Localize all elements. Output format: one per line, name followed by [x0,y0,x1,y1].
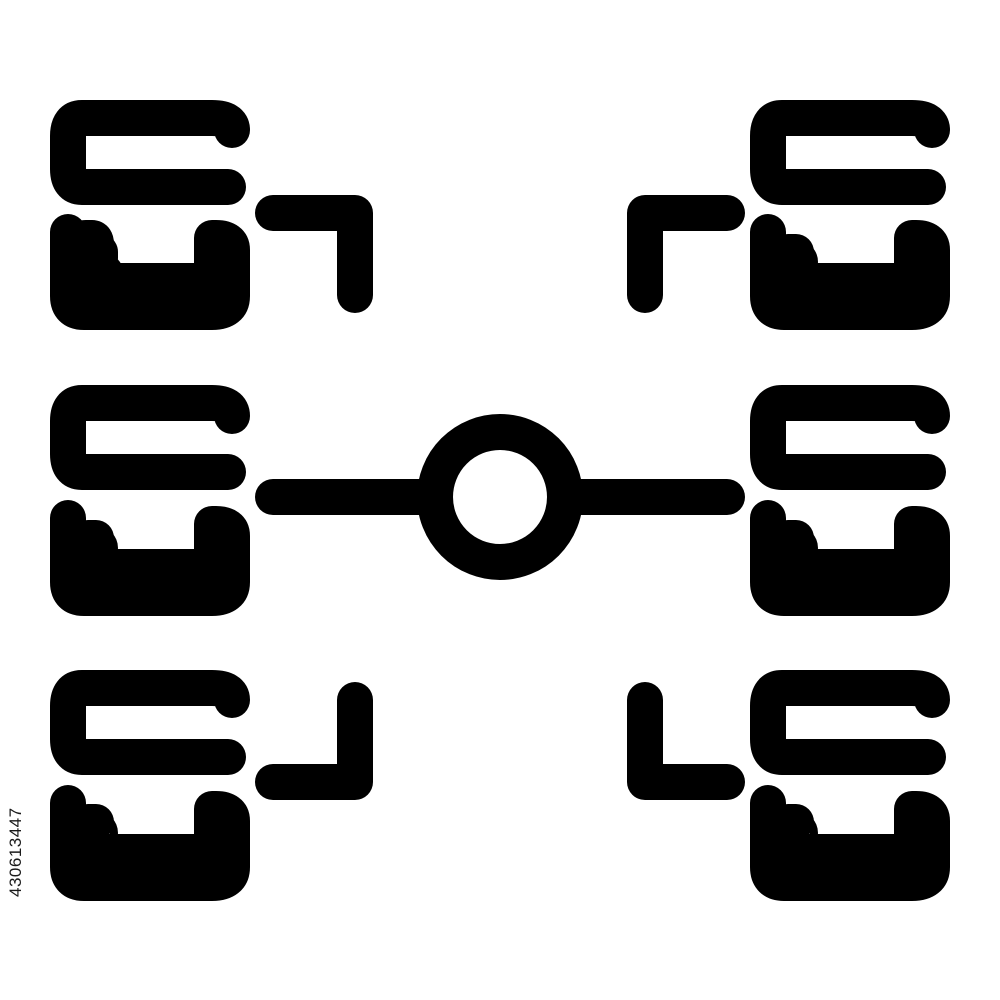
hub-node [417,414,583,580]
connector-top-left [255,195,373,313]
server-top-right-icon [750,100,950,330]
connector-bottom-left [255,682,373,800]
server-top-left-icon [50,100,250,330]
connector-bottom-right [627,682,745,800]
stock-id-watermark: 430613447 [6,807,25,897]
server-bottom-left-icon [50,670,250,901]
server-bottom-right-icon [750,670,950,901]
server-mid-left-icon [50,385,250,616]
connector-top-right [627,195,745,313]
server-mid-right-icon [750,385,950,616]
